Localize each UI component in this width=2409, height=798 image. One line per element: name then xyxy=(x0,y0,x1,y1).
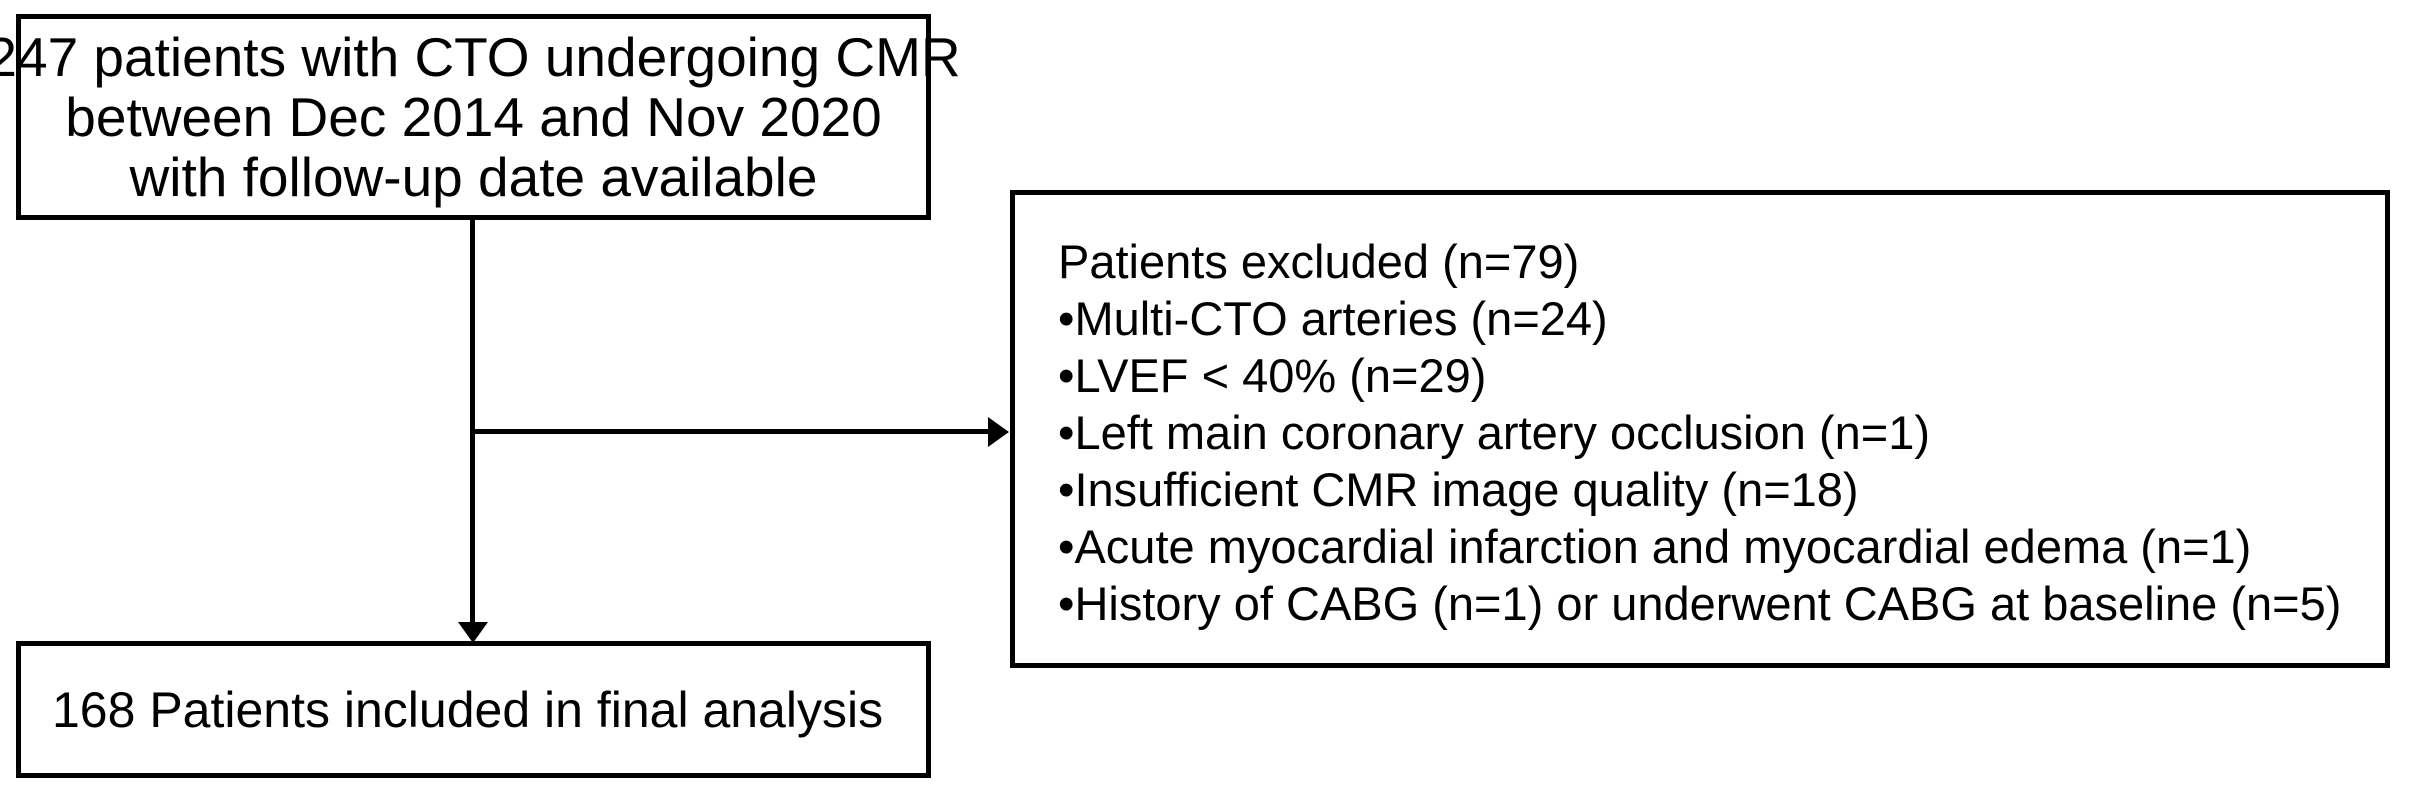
exclusion-item: •LVEF < 40% (n=29) xyxy=(1058,349,1487,402)
exclusion-item: •Multi-CTO arteries (n=24) xyxy=(1058,292,1608,345)
arrow-down-icon xyxy=(458,622,488,643)
exclusion-item: •Insufficient CMR image quality (n=18) xyxy=(1058,463,1859,516)
exclusion-item: •Left main coronary artery occlusion (n=… xyxy=(1058,406,1930,459)
exclusion-item: •History of CABG (n=1) or underwent CABG… xyxy=(1058,577,2342,630)
connector-vertical-line xyxy=(470,220,475,625)
exclusion-item: •Acute myocardial infarction and myocard… xyxy=(1058,520,2252,573)
arrow-right-icon xyxy=(988,417,1009,447)
final-analysis-box: 168 Patients included in final analysis xyxy=(16,641,931,778)
exclusion-box: Patients excluded (n=79) •Multi-CTO arte… xyxy=(1010,190,2390,668)
enrollment-box: 247 patients with CTO undergoing CMR bet… xyxy=(0,14,961,220)
enrollment-line: with follow-up date available xyxy=(129,146,818,208)
connector-horizontal-line xyxy=(470,429,989,434)
enrollment-line: between Dec 2014 and Nov 2020 xyxy=(65,86,882,148)
exclusion-header: Patients excluded (n=79) xyxy=(1058,235,1580,288)
final-analysis-text: 168 Patients included in final analysis xyxy=(52,681,884,738)
enrollment-line: 247 patients with CTO undergoing CMR xyxy=(0,26,961,88)
